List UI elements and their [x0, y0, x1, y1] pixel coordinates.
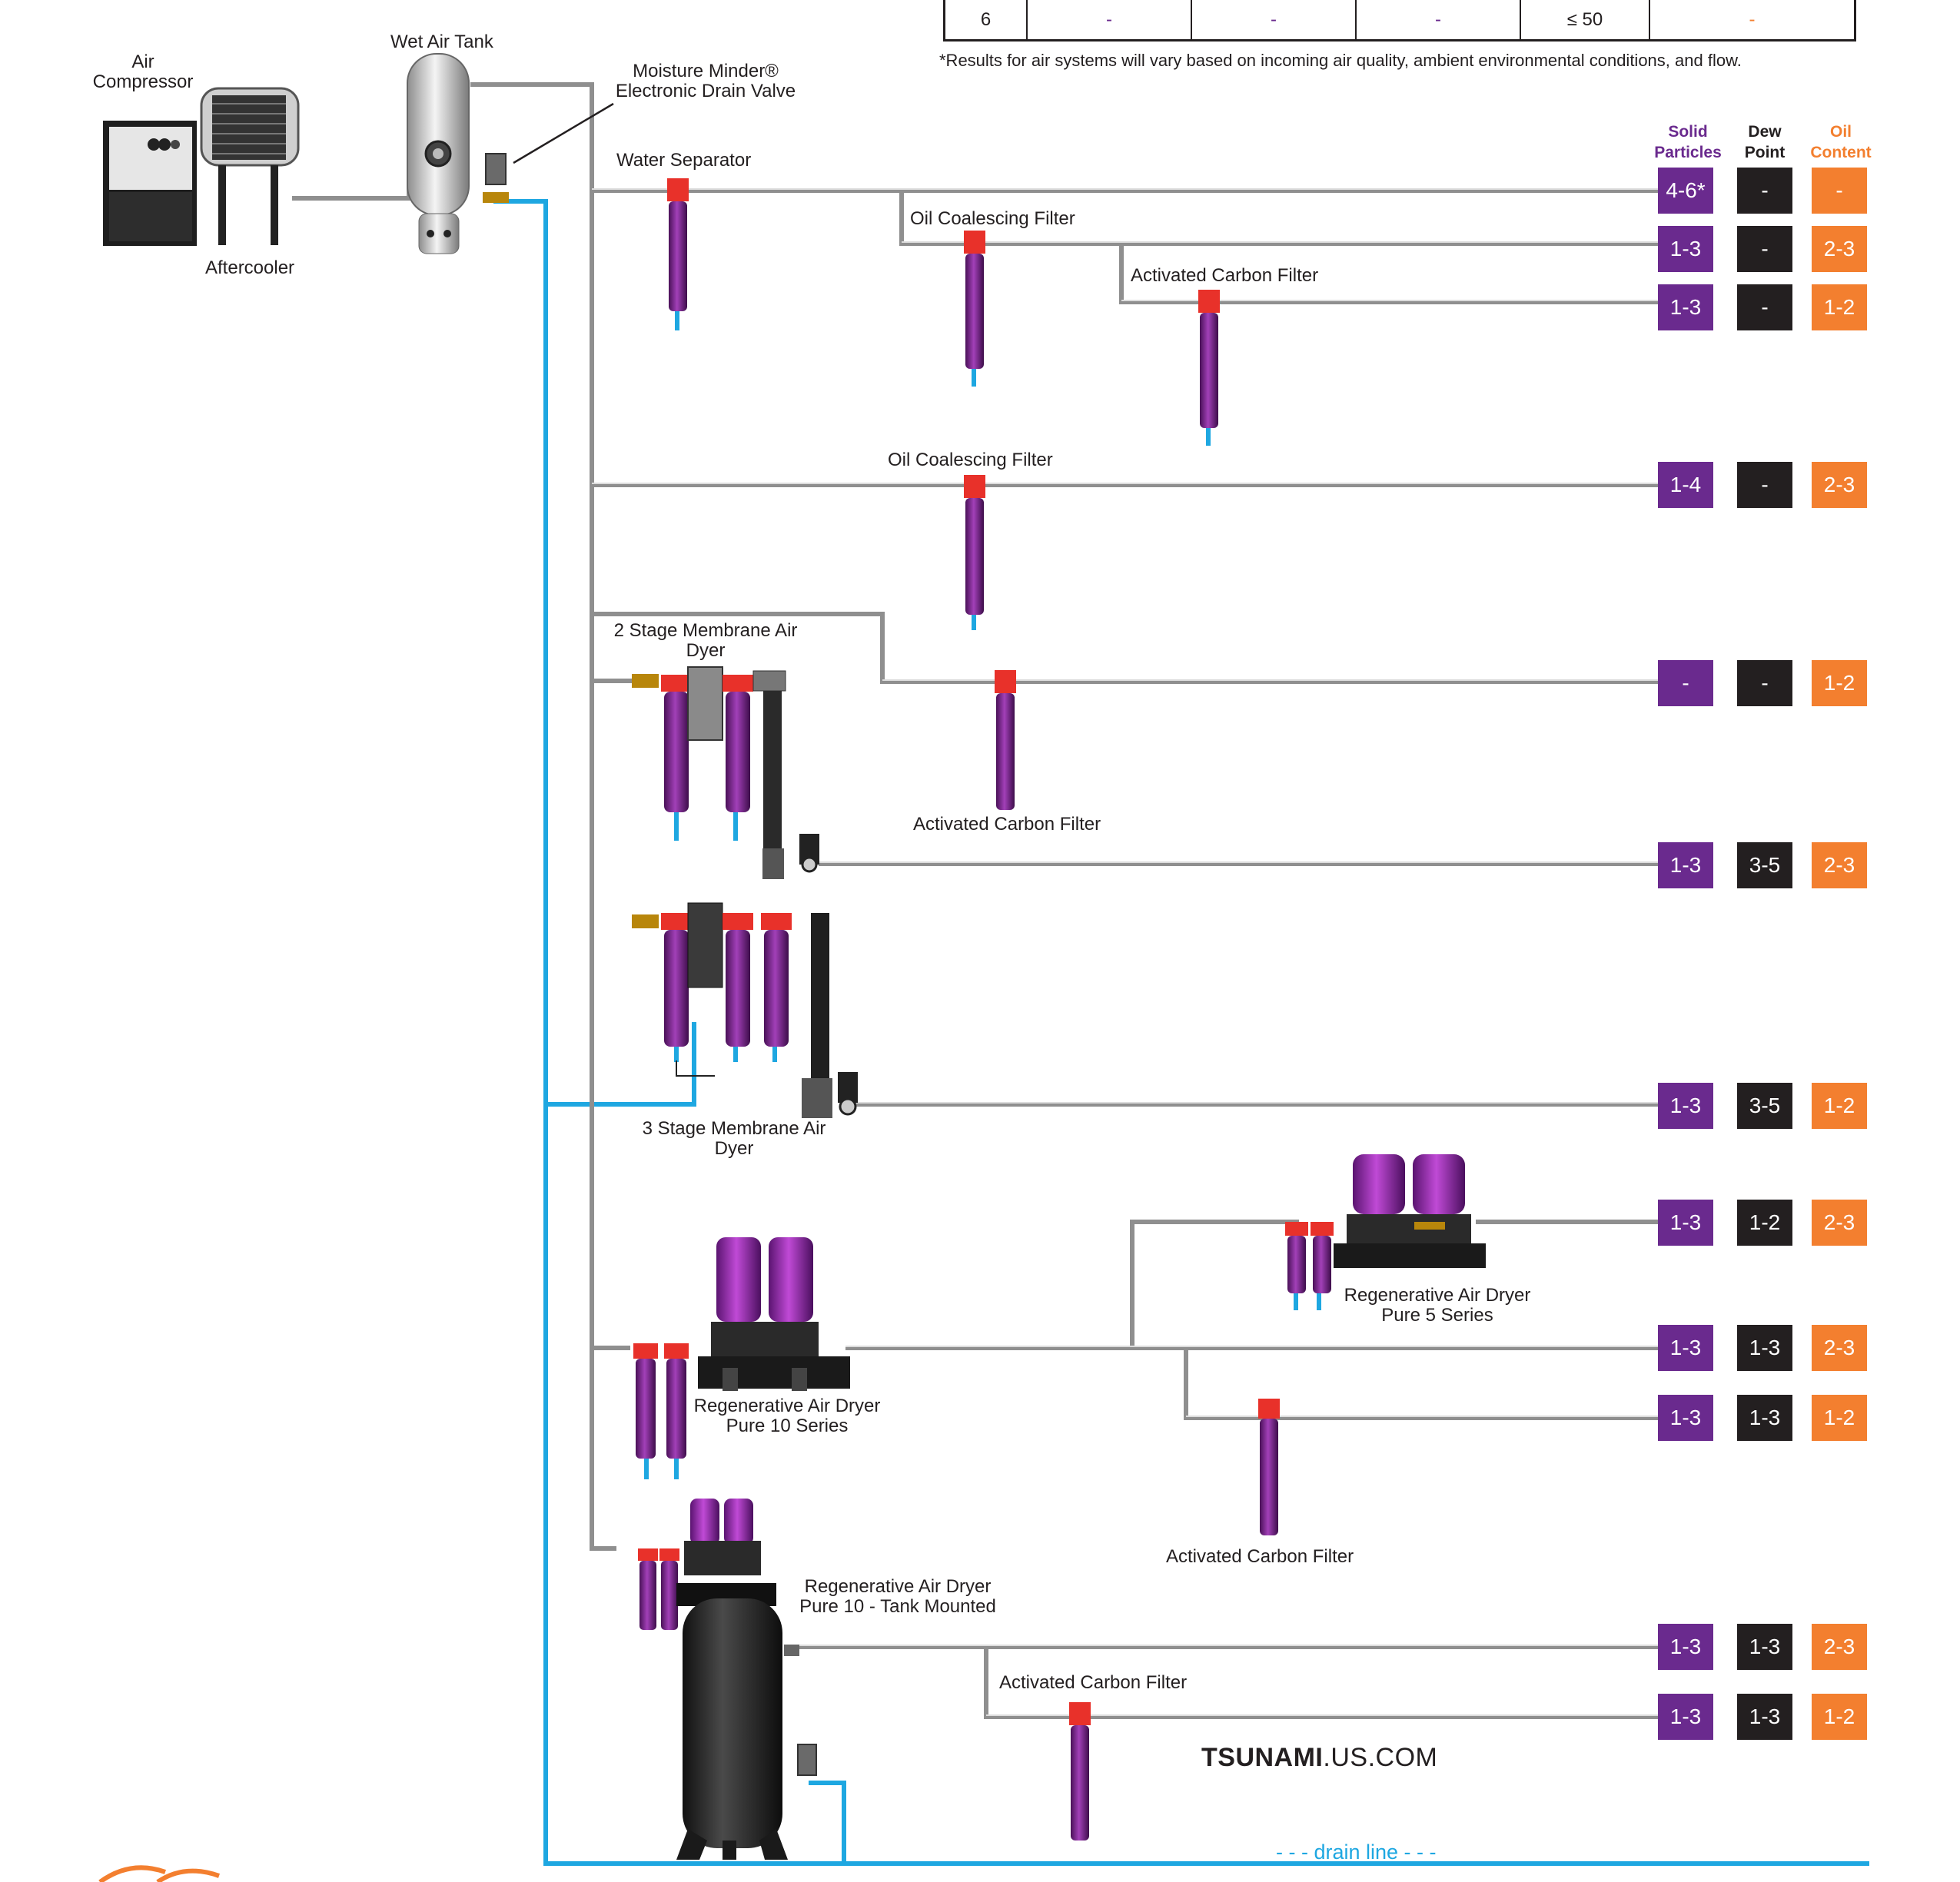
brand-wave-logo — [98, 1865, 221, 1882]
badge-oil: 2-3 — [1812, 226, 1867, 272]
label-regen-10: Regenerative Air Dryer Pure 10 Series — [693, 1396, 881, 1436]
membrane-dryer-3-stage-icon — [632, 902, 858, 1118]
label-membrane-2: 2 Stage Membrane Air Dyer — [613, 620, 798, 661]
aftercooler-icon — [200, 87, 300, 245]
badge-solid: 1-3 — [1658, 1200, 1713, 1246]
air-pipes — [292, 82, 1660, 1719]
badge-oil: 2-3 — [1812, 842, 1867, 888]
badge-oil: - — [1812, 168, 1867, 214]
brand-url[interactable]: TSUNAMI.US.COM — [1201, 1743, 1437, 1773]
air-compressor-icon — [103, 121, 197, 246]
badge-dew: 1-3 — [1737, 1694, 1792, 1740]
badge-oil: 2-3 — [1812, 1325, 1867, 1371]
badge-solid: - — [1658, 660, 1713, 706]
label-oil-filter-1: Oil Coalescing Filter — [910, 208, 1075, 229]
drain-valve-icon — [483, 102, 614, 203]
table-cell: - — [1192, 0, 1357, 39]
drain-line-label: - - - drain line - - - — [1276, 1841, 1437, 1864]
regen-dryer-pure-10-icon — [633, 1237, 850, 1459]
badge-oil: 2-3 — [1812, 462, 1867, 508]
label-aftercooler: Aftercooler — [205, 257, 295, 278]
label-carbon-filter-2: Activated Carbon Filter — [913, 814, 1101, 835]
badge-dew: 1-3 — [1737, 1325, 1792, 1371]
header-solid-particles: Solid Particles — [1654, 123, 1722, 161]
badge-dew: 1-3 — [1737, 1395, 1792, 1441]
badge-solid: 1-3 — [1658, 1325, 1713, 1371]
header-dew-point: Dew Point — [1744, 123, 1786, 161]
header-oil-content: Oil Content — [1810, 123, 1872, 161]
label-carbon-filter-3: Activated Carbon Filter — [1166, 1546, 1354, 1567]
oil-filter-2-icon — [964, 475, 985, 615]
label-regen-tank: Regenerative Air Dryer Pure 10 - Tank Mo… — [799, 1576, 996, 1617]
drain-lines — [493, 199, 1869, 1866]
badge-solid: 1-3 — [1658, 1694, 1713, 1740]
label-carbon-filter-1: Activated Carbon Filter — [1131, 265, 1319, 286]
label-wet-air-tank: Wet Air Tank — [390, 32, 493, 52]
badge-dew: 1-3 — [1737, 1624, 1792, 1670]
footnote: *Results for air systems will vary based… — [939, 51, 1742, 70]
label-regen-5: Regenerative Air Dryer Pure 5 Series — [1344, 1285, 1531, 1326]
label-water-separator: Water Separator — [616, 150, 752, 171]
badge-dew: 3-5 — [1737, 842, 1792, 888]
label-membrane-3: 3 Stage Membrane Air Dyer — [642, 1118, 826, 1159]
badge-oil: 1-2 — [1812, 1083, 1867, 1129]
oil-filter-1-icon — [964, 231, 985, 369]
badge-oil: 2-3 — [1812, 1200, 1867, 1246]
pipe-highlights — [592, 188, 1660, 1716]
wet-air-tank-icon — [407, 53, 470, 254]
badge-dew: - — [1737, 462, 1792, 508]
label-air-compressor: Air Compressor — [92, 51, 194, 92]
carbon-filter-4-icon — [1069, 1702, 1091, 1841]
badge-oil: 1-2 — [1812, 1395, 1867, 1441]
table-cell: - — [1749, 8, 1756, 30]
badge-solid: 1-3 — [1658, 842, 1713, 888]
badge-dew: - — [1737, 284, 1792, 330]
brand-rest: .US.COM — [1323, 1743, 1438, 1772]
label-carbon-filter-4: Activated Carbon Filter — [999, 1672, 1188, 1693]
carbon-filter-2-icon — [995, 670, 1016, 810]
water-separator-icon — [667, 178, 689, 311]
badge-oil: 1-2 — [1812, 660, 1867, 706]
top-results-table: 6 - - - ≤ 50 - — [943, 0, 1856, 41]
badge-oil: 2-3 — [1812, 1624, 1867, 1670]
badge-solid: 4-6* — [1658, 168, 1713, 214]
carbon-filter-3-icon — [1258, 1399, 1280, 1535]
badge-dew: - — [1737, 660, 1792, 706]
table-cell: - — [1357, 0, 1521, 39]
label-oil-filter-2: Oil Coalescing Filter — [888, 450, 1053, 470]
brand-bold: TSUNAMI — [1201, 1743, 1324, 1772]
carbon-filter-1-icon — [1198, 290, 1220, 428]
table-cell: - — [1028, 0, 1192, 39]
badge-oil: 1-2 — [1812, 284, 1867, 330]
badge-oil: 1-2 — [1812, 1694, 1867, 1740]
regen-dryer-tank-mounted-icon — [638, 1499, 817, 1860]
badge-dew: 3-5 — [1737, 1083, 1792, 1129]
badge-dew: - — [1737, 226, 1792, 272]
badge-solid: 1-3 — [1658, 284, 1713, 330]
badge-dew: 1-2 — [1737, 1200, 1792, 1246]
regen-dryer-pure-5-icon — [1285, 1154, 1486, 1293]
badge-dew: - — [1737, 168, 1792, 214]
membrane-dryer-2-stage-icon — [632, 666, 819, 879]
table-cell: ≤ 50 — [1521, 0, 1650, 39]
badge-solid: 1-3 — [1658, 1083, 1713, 1129]
badge-solid: 1-3 — [1658, 1624, 1713, 1670]
badge-solid: 1-3 — [1658, 1395, 1713, 1441]
label-moisture-minder: Moisture Minder® Electronic Drain Valve — [615, 61, 796, 101]
table-cell: 6 — [945, 0, 1028, 39]
badge-solid: 1-3 — [1658, 226, 1713, 272]
badge-solid: 1-4 — [1658, 462, 1713, 508]
